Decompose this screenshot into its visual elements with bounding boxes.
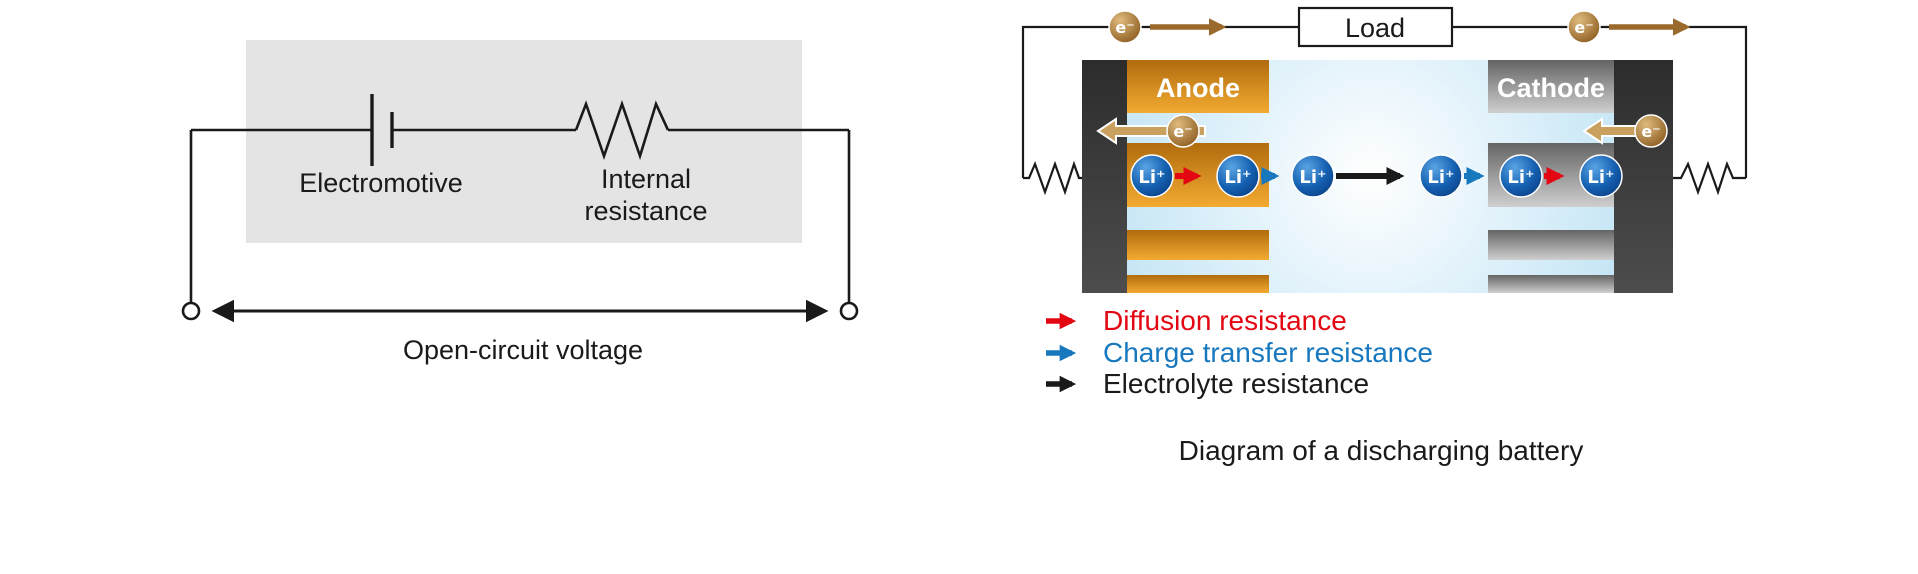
- legend-item-electrolyte: Electrolyte resistance: [1046, 368, 1369, 399]
- li-ion-label: Li⁺: [1587, 167, 1614, 188]
- internal-resistance-label-line1: Internal: [601, 164, 691, 194]
- electron-label: e⁻: [1574, 18, 1593, 37]
- external-resistor-left: [1023, 160, 1082, 196]
- legend-label-diffusion: Diffusion resistance: [1103, 305, 1347, 336]
- electromotive-label: Electromotive: [299, 168, 463, 198]
- current-collector-right: [1614, 60, 1673, 293]
- legend-item-charge-transfer: Charge transfer resistance: [1046, 337, 1433, 368]
- electron-icon: [1108, 10, 1142, 44]
- internal-resistance-label-line2: resistance: [584, 196, 707, 226]
- electron-icon: [1634, 114, 1668, 148]
- internal-resistance-symbol: [574, 100, 670, 161]
- external-resistor-right: [1673, 160, 1746, 196]
- electron-icon: [1567, 10, 1601, 44]
- figure-caption: Diagram of a discharging battery: [1179, 435, 1584, 466]
- li-ion: Li⁺: [1579, 154, 1623, 198]
- equivalent-circuit-diagram: Electromotive Internal resistance Open-c…: [181, 40, 859, 365]
- li-ion-label: Li⁺: [1224, 167, 1251, 188]
- terminal-right: [839, 301, 859, 321]
- legend-label-electrolyte: Electrolyte resistance: [1103, 368, 1369, 399]
- resistance-legend: Diffusion resistance Charge transfer res…: [1046, 305, 1433, 399]
- cathode-label: Cathode: [1497, 73, 1605, 103]
- load-box: Load: [1297, 6, 1454, 48]
- open-circuit-voltage-label: Open-circuit voltage: [403, 335, 643, 365]
- electron-label: e⁻: [1641, 122, 1660, 141]
- anode-label: Anode: [1156, 73, 1240, 103]
- li-ion: Li⁺: [1216, 154, 1260, 198]
- battery-symbol: [370, 94, 394, 166]
- li-ion-label: Li⁺: [1427, 167, 1454, 188]
- discharging-battery-diagram: Load e⁻ e⁻: [1021, 6, 1748, 466]
- li-ion: Li⁺: [1419, 154, 1463, 198]
- circuit-gray-panel: [246, 40, 802, 243]
- electron-icon: [1166, 114, 1200, 148]
- legend-item-diffusion: Diffusion resistance: [1046, 305, 1347, 336]
- cathode-layers: [1488, 60, 1614, 293]
- electron-arrow-anode: [1096, 117, 1206, 145]
- electron-flow-anode: e⁻: [1096, 114, 1206, 148]
- electron-flow-cathode: e⁻: [1582, 114, 1668, 148]
- load-label: Load: [1345, 13, 1405, 43]
- electron-flow-top-right: e⁻: [1567, 10, 1691, 44]
- electron-label: e⁻: [1115, 18, 1134, 37]
- li-ion: Li⁺: [1499, 154, 1543, 198]
- li-ion-label: Li⁺: [1299, 167, 1326, 188]
- external-wire-right: [1452, 25, 1748, 178]
- legend-label-charge-transfer: Charge transfer resistance: [1103, 337, 1433, 368]
- current-collector-left: [1082, 60, 1127, 293]
- li-ion: Li⁺: [1130, 154, 1174, 198]
- electron-flow-top-left: e⁻: [1108, 10, 1227, 44]
- li-ion: Li⁺: [1291, 154, 1335, 198]
- li-ion-label: Li⁺: [1138, 167, 1165, 188]
- electron-label: e⁻: [1173, 122, 1192, 141]
- li-ion-label: Li⁺: [1507, 167, 1534, 188]
- battery-cell: Anode Cathode e⁻ e⁻: [1082, 60, 1673, 293]
- terminal-left: [181, 301, 201, 321]
- ion-transport-row: Li⁺ Li⁺ Li⁺ Li⁺ Li⁺: [1130, 154, 1623, 198]
